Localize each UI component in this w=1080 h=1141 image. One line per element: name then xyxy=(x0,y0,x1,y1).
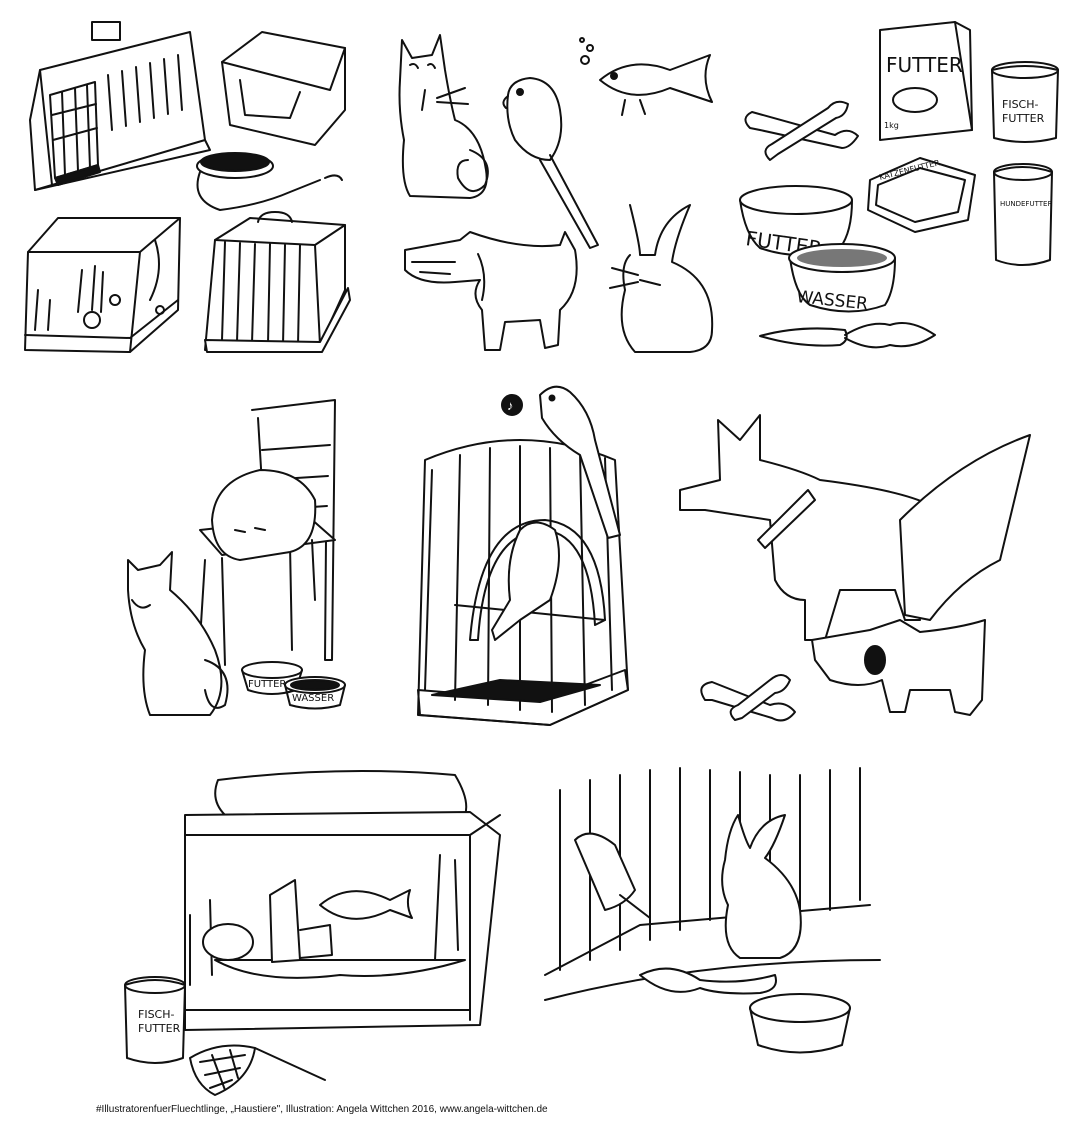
small-dog-barking xyxy=(811,619,986,716)
fish-food-jar-label-2: FUTTER xyxy=(1002,112,1045,125)
human-legs xyxy=(899,434,1031,621)
food-bowl: FUTTER xyxy=(739,185,853,261)
pet-carrier xyxy=(29,21,211,191)
sleeping-cat xyxy=(211,469,317,561)
scene-cat-bowls: FUTTER WASSER xyxy=(241,661,346,710)
dog-food-can: HUNDEFUTTER xyxy=(993,163,1053,266)
food-bag-weight: 1kg xyxy=(884,121,899,130)
food-bag-label: FUTTER xyxy=(886,53,963,77)
hutch-carrot xyxy=(639,967,777,995)
food-bag: FUTTER 1kg xyxy=(879,21,973,141)
svg-text:♪: ♪ xyxy=(507,398,514,413)
illustration-credit: #IllustratorenfuerFluechtlinge, „Haustie… xyxy=(96,1104,548,1115)
budgie-in-swing xyxy=(491,521,560,641)
aquarium-fish-food-label-2: FUTTER xyxy=(138,1022,181,1035)
scene-food-bowl-label: FUTTER xyxy=(248,679,286,690)
dog-food-can-label: HUNDEFUTTER xyxy=(1000,200,1052,208)
music-note-bubble: ♪ xyxy=(501,394,523,416)
standing-dog xyxy=(404,231,578,351)
aquarium-fish-food-label-1: FISCH- xyxy=(138,1008,175,1021)
dog-collar-leash xyxy=(196,152,343,211)
hutch-rabbit xyxy=(721,814,802,959)
hutch-food-bowl xyxy=(749,993,851,1054)
budgie xyxy=(502,77,599,249)
cat-food-tray: KATZENFUTTER xyxy=(867,157,976,233)
scene-water-bowl-label: WASSER xyxy=(292,693,334,704)
dog-bones xyxy=(744,100,859,161)
fish-food-jar-label-1: FISCH- xyxy=(1002,98,1039,111)
big-dog xyxy=(679,414,931,641)
cat-eating xyxy=(127,551,229,716)
sitting-cat xyxy=(398,34,489,199)
aquarium xyxy=(184,770,501,1031)
dog-bone-scene xyxy=(700,674,796,722)
terrarium xyxy=(24,217,181,353)
aquarium-fish-food-can: FISCH- FUTTER xyxy=(124,976,186,1064)
carrot xyxy=(759,322,936,349)
water-bowl: WASSER xyxy=(788,243,896,314)
rabbit xyxy=(609,204,714,353)
fish xyxy=(579,37,713,116)
water-bottle xyxy=(574,832,651,919)
small-animal-cage xyxy=(204,211,351,353)
fishing-net xyxy=(189,1044,326,1096)
budgie-on-cage xyxy=(539,385,621,539)
fish-food-jar: FISCH- FUTTER xyxy=(991,61,1059,143)
litter-box xyxy=(221,31,346,146)
